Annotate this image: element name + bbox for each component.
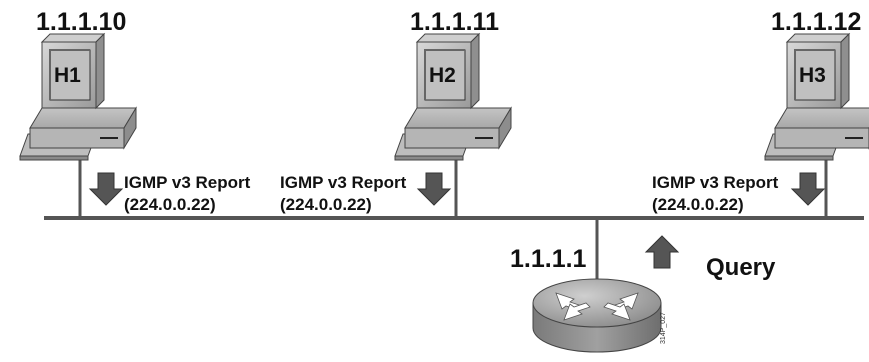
report-label-line2: (224.0.0.22) [280, 195, 372, 214]
down-arrow-icon [791, 172, 825, 206]
host-ip-label: 1.1.1.10 [36, 8, 127, 36]
report-label: IGMP v3 Report (224.0.0.22) [652, 172, 778, 216]
computer-icon [19, 33, 137, 161]
report-label-line1: IGMP v3 Report [124, 173, 251, 192]
report-label-line1: IGMP v3 Report [652, 173, 779, 192]
up-arrow-icon [644, 235, 680, 269]
report-label-line1: IGMP v3 Report [280, 173, 407, 192]
down-arrow-icon [89, 172, 123, 206]
report-label: IGMP v3 Report (224.0.0.22) [280, 172, 406, 216]
query-label: Query [706, 254, 776, 281]
computer-icon [764, 33, 869, 161]
down-arrow-icon [417, 172, 451, 206]
report-label-line2: (224.0.0.22) [652, 195, 744, 214]
computer-icon [394, 33, 512, 161]
host-name-label: H1 [54, 64, 81, 87]
router-ip-label: 1.1.1.1 [510, 245, 587, 273]
host-ip-label: 1.1.1.11 [410, 8, 499, 36]
figure-code: 314P_027 [660, 312, 667, 344]
report-label: IGMP v3 Report (224.0.0.22) [124, 172, 250, 216]
host-name-label: H3 [799, 64, 826, 87]
report-label-line2: (224.0.0.22) [124, 195, 216, 214]
router-icon [532, 278, 662, 353]
host-ip-label: 1.1.1.12 [771, 8, 862, 36]
host-name-label: H2 [429, 64, 456, 87]
